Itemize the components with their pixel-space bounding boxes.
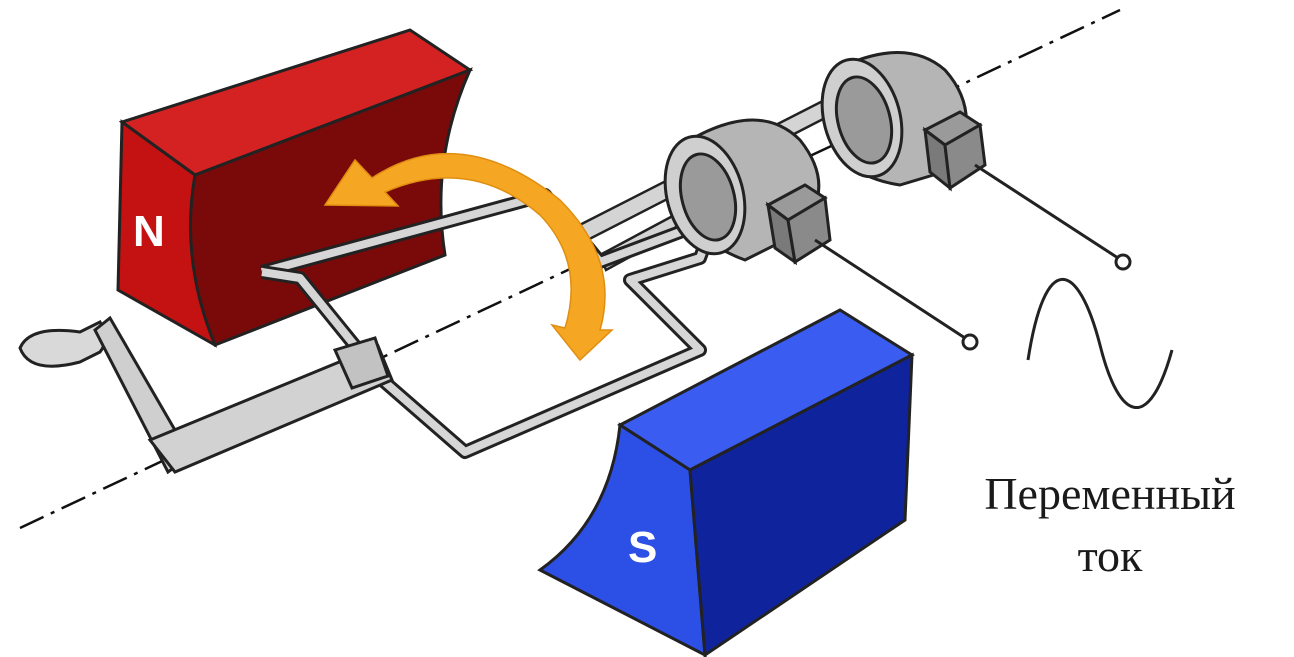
brush-back (922, 110, 987, 192)
crank-handle (18, 315, 394, 475)
sine-wave-icon (1026, 277, 1174, 409)
output-label-line1: Переменный (984, 468, 1236, 519)
curved-arrow-icon (323, 152, 614, 362)
output-lead-back (974, 163, 1132, 271)
output-lead-front (814, 238, 979, 351)
south-pole-label: S (628, 523, 657, 572)
output-label-line2: ток (1077, 530, 1143, 581)
north-pole-label: N (133, 207, 165, 256)
brush-front (765, 183, 832, 266)
south-magnet: S (537, 308, 916, 657)
north-magnet: N (116, 28, 474, 348)
